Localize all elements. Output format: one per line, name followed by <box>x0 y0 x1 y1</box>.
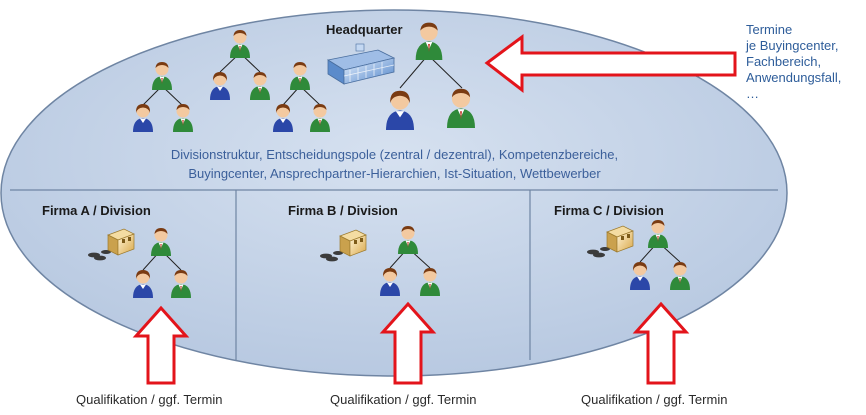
arrow-up-icon <box>132 305 190 385</box>
division-a-label: Firma A / Division <box>42 203 151 218</box>
division-c-label: Firma C / Division <box>554 203 664 218</box>
appointment-note-line: je Buyingcenter, <box>746 38 839 53</box>
appointment-note-line: Termine <box>746 22 793 37</box>
division-b-qualification: Qualifikation / ggf. Termin <box>330 392 477 407</box>
division-c-qualification: Qualifikation / ggf. Termin <box>581 392 728 407</box>
division-b-label: Firma B / Division <box>288 203 398 218</box>
arrow-up-icon <box>379 301 437 385</box>
appointment-note-line: … <box>746 86 759 101</box>
arrow-left-icon <box>484 34 737 94</box>
appointment-note-line: Anwendungsfall, <box>746 70 842 85</box>
appointment-note: Termine je Buyingcenter, Fachbereich, An… <box>746 22 841 102</box>
headquarter-label: Headquarter <box>326 22 403 37</box>
arrow-up-icon <box>632 301 690 385</box>
division-a-qualification: Qualifikation / ggf. Termin <box>76 392 223 407</box>
structure-description-line-1: Divisionstruktur, Entscheidungspole (zen… <box>170 147 619 162</box>
structure-description-line-2: Buyingcenter, Ansprechpartner-Hierarchie… <box>188 166 601 181</box>
appointment-note-line: Fachbereich, <box>746 54 822 69</box>
